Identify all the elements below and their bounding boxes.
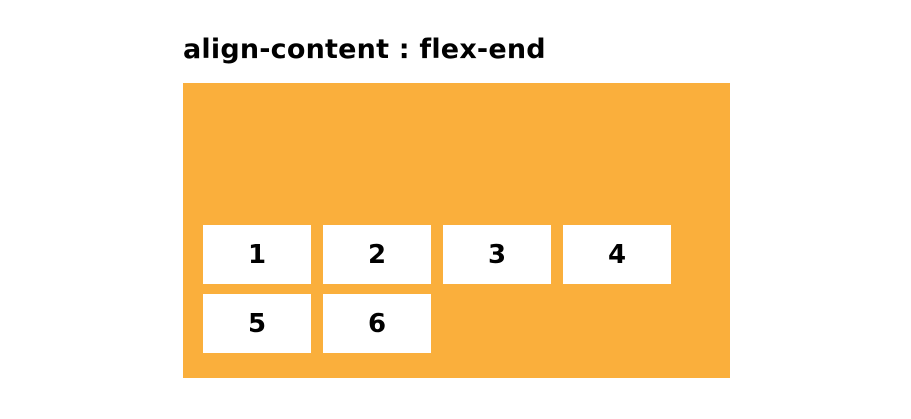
page-title: align-content : flex-end bbox=[183, 34, 546, 65]
flex-item-label: 4 bbox=[607, 239, 627, 270]
flex-container: 1 2 3 4 5 6 bbox=[183, 83, 730, 378]
flex-item-5: 5 bbox=[203, 294, 311, 353]
flex-item-3: 3 bbox=[443, 225, 551, 284]
flex-item-4: 4 bbox=[563, 225, 671, 284]
flex-item-label: 6 bbox=[367, 308, 387, 339]
flex-item-label: 3 bbox=[487, 239, 507, 270]
flex-item-1: 1 bbox=[203, 225, 311, 284]
flex-item-2: 2 bbox=[323, 225, 431, 284]
flex-item-label: 5 bbox=[247, 308, 267, 339]
flex-item-label: 2 bbox=[367, 239, 387, 270]
flex-item-6: 6 bbox=[323, 294, 431, 353]
flex-item-label: 1 bbox=[247, 239, 267, 270]
